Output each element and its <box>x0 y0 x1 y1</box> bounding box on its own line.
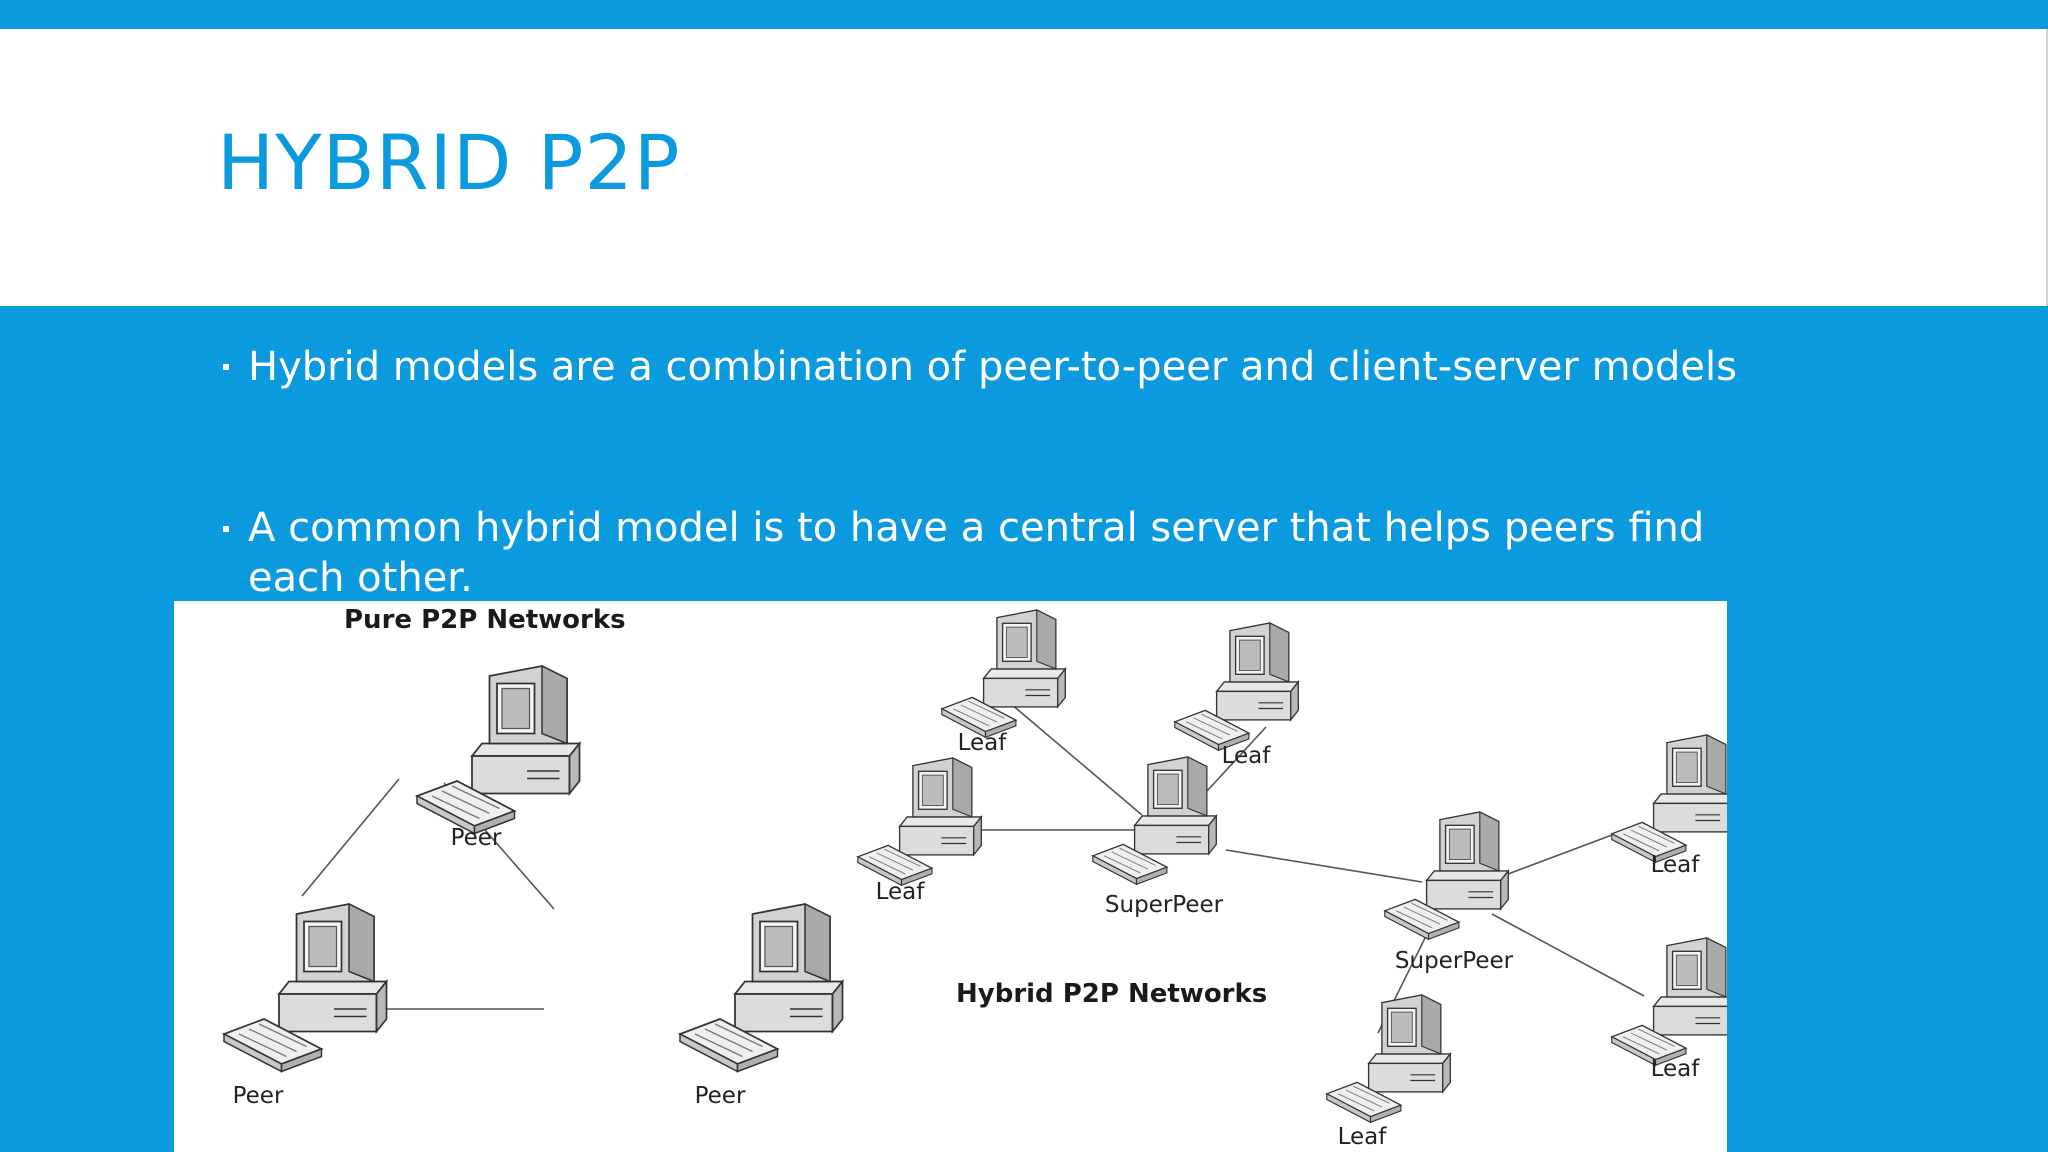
leaf-computer-icon <box>1611 937 1727 1066</box>
leaf-label: Leaf <box>1222 743 1272 769</box>
peer-label: Peer <box>451 825 502 851</box>
leaf-label: Leaf <box>876 879 926 905</box>
network-link <box>301 778 400 897</box>
network-link <box>1499 828 1629 878</box>
leaf-label: Leaf <box>958 730 1008 756</box>
peer-label: Peer <box>233 1083 284 1109</box>
peer-computer-icon <box>223 903 388 1073</box>
superpeer-label: SuperPeer <box>1105 892 1224 918</box>
peer-label: Peer <box>695 1083 746 1109</box>
bullet-text: A common hybrid model is to have a centr… <box>248 505 1705 601</box>
p2p-diagram: Pure P2P Networks Hybrid P2P Networks Pe… <box>174 601 1727 1152</box>
leaf-computer-icon <box>941 609 1066 738</box>
top-accent-bar <box>0 0 2048 29</box>
network-link <box>1003 697 1143 816</box>
network-link <box>1491 913 1645 997</box>
bullet-text: Hybrid models are a combination of peer-… <box>248 344 1737 390</box>
bullet-marker <box>223 526 229 532</box>
peer-computer-icon <box>416 665 581 835</box>
title-band <box>0 29 2047 306</box>
superpeer-computer-icon <box>1092 756 1217 885</box>
leaf-label: Leaf <box>1651 1056 1701 1082</box>
slide-edge <box>2046 29 2048 306</box>
leaf-computer-icon <box>1611 734 1727 863</box>
leaf-computer-icon <box>857 757 982 886</box>
pure-p2p-title: Pure P2P Networks <box>344 605 626 635</box>
leaf-computer-icon <box>1326 994 1451 1123</box>
bullet-marker <box>223 364 229 370</box>
superpeer-label: SuperPeer <box>1395 948 1514 974</box>
slide-title: HYBRID P2P <box>217 118 681 207</box>
superpeer-computer-icon <box>1384 811 1509 940</box>
hybrid-p2p-title: Hybrid P2P Networks <box>956 979 1267 1009</box>
peer-computer-icon <box>679 903 844 1073</box>
network-link <box>1225 849 1423 883</box>
leaf-label: Leaf <box>1651 852 1701 878</box>
leaf-label: Leaf <box>1338 1124 1388 1150</box>
leaf-computer-icon <box>1174 622 1299 751</box>
